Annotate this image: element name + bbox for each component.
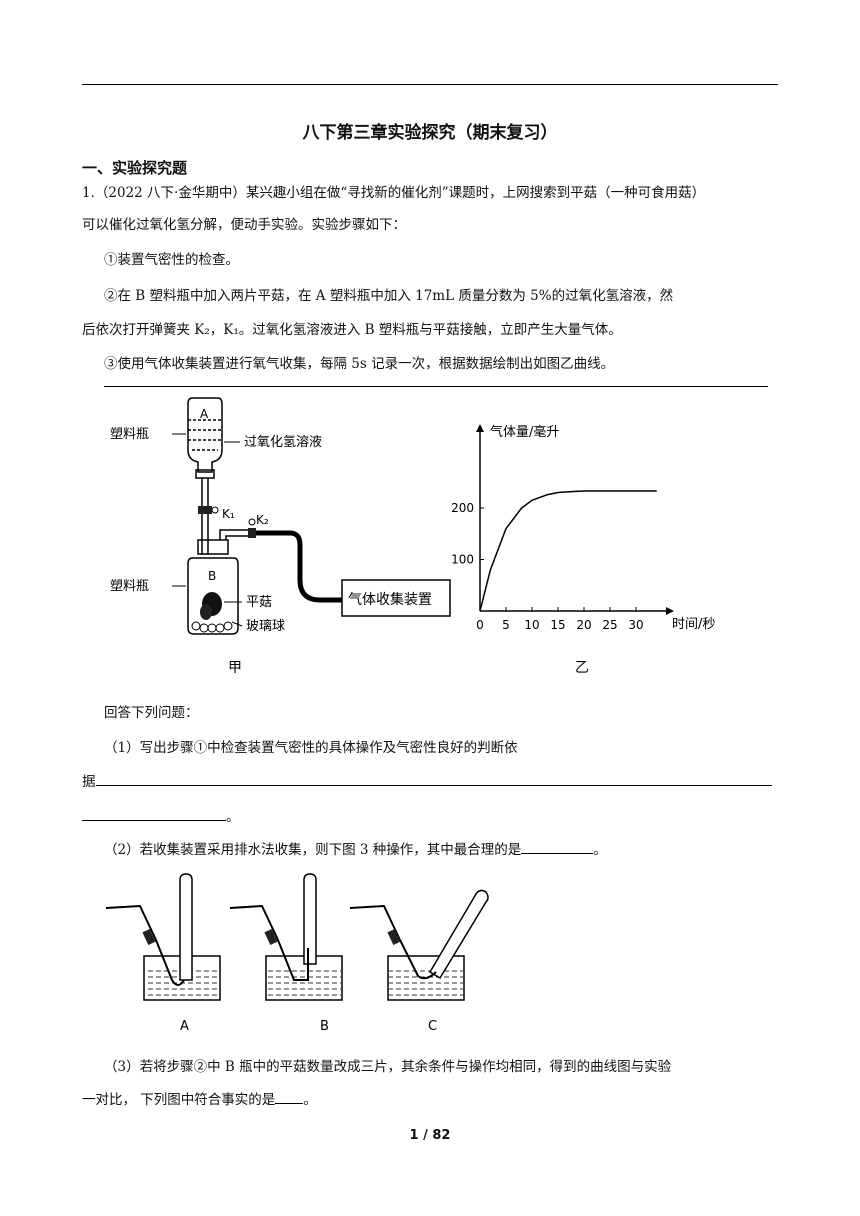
label-bottle-bottom: 塑料瓶 bbox=[110, 579, 149, 594]
y-tick-label: 200 bbox=[451, 501, 474, 515]
answer-blank-1a[interactable] bbox=[95, 771, 772, 786]
question-part-3-line: 一对比， 下列图中符合事实的是 。 bbox=[82, 1089, 317, 1110]
step-1-text: ①装置气密性的检查。 bbox=[104, 252, 239, 268]
question-part-1-prefix: 据 bbox=[82, 774, 96, 790]
section-heading: 一、实验探究题 bbox=[82, 159, 188, 177]
x-axis-arrow bbox=[666, 607, 674, 615]
gas-volume-chart: 气体量/毫升 时间/秒 乙 0 5 10 15 20 25 30 100 200 bbox=[451, 424, 715, 676]
option-b-label: B bbox=[320, 1019, 329, 1034]
x-tick-label: 5 bbox=[502, 618, 510, 632]
y-axis-arrow bbox=[476, 424, 484, 432]
label-bottle-top: 塑料瓶 bbox=[110, 427, 149, 442]
question-part-3-end: 。 bbox=[303, 1092, 317, 1108]
rubber-hose bbox=[256, 530, 342, 603]
label-glass-ball: 玻璃球 bbox=[246, 619, 285, 634]
question-part-1: （1）写出步骤①中检查装置气密性的具体操作及气密性良好的判断依 bbox=[104, 740, 518, 756]
label-solution: 过氧化氢溶液 bbox=[244, 435, 322, 450]
question-part-1-end-line: 。 bbox=[82, 806, 240, 827]
step-2-text-a: ②在 B 塑料瓶中加入两片平菇，在 A 塑料瓶中加入 17mL 质量分数为 5%… bbox=[104, 288, 674, 304]
label-mushroom: 平菇 bbox=[246, 595, 272, 610]
label-collector: 气体收集装置 bbox=[348, 591, 432, 608]
collection-options-figure: A B C bbox=[105, 873, 489, 1034]
question-part-2-end: 。 bbox=[593, 842, 607, 858]
x-tick-label: 25 bbox=[602, 618, 617, 632]
figure-separator bbox=[104, 386, 768, 387]
option-b-apparatus bbox=[229, 873, 343, 1001]
series-line-0 bbox=[479, 490, 657, 612]
question-part-2-line: （2）若收集装置采用排水法收集，则下图 3 种操作，其中最合理的是 。 bbox=[104, 839, 607, 860]
label-b: B bbox=[208, 569, 216, 583]
label-a: A bbox=[200, 407, 209, 421]
question-part-1-cont: 据 bbox=[82, 771, 772, 792]
glass-ball-icon bbox=[191, 621, 233, 633]
question-part-1-end: 。 bbox=[226, 809, 240, 825]
apparatus-figure: A 塑料瓶 过氧化氢溶液 K₁ B 塑料瓶 平菇 玻璃球 K₂ bbox=[110, 397, 451, 676]
page-title: 八下第三章实验探究（期末复习） bbox=[302, 123, 558, 143]
x-tick-label: 15 bbox=[550, 618, 565, 632]
bottle-b-icon bbox=[187, 539, 239, 635]
header-rule bbox=[82, 84, 778, 85]
gas-collector-box bbox=[341, 579, 451, 617]
step-2-text-b: 后依次打开弹簧夹 K₂，K₁。过氧化氢溶液进入 B 塑料瓶与平菇接触，立即产生大… bbox=[82, 322, 622, 338]
label-k1: K₁ bbox=[222, 507, 235, 521]
chart-ylabel: 气体量/毫升 bbox=[490, 424, 559, 440]
mushroom-icon bbox=[200, 592, 222, 620]
question-part-3-a: （3）若将步骤②中 B 瓶中的平菇数量改成三片，其余条件与操作均相同，得到的曲线… bbox=[104, 1059, 672, 1075]
x-tick-label: 10 bbox=[524, 618, 539, 632]
label-k2: K₂ bbox=[256, 513, 269, 527]
clamp-k2-icon bbox=[248, 518, 256, 538]
bottle-a-icon bbox=[187, 397, 223, 479]
option-a-apparatus bbox=[105, 873, 221, 1001]
question-part-3-b: 一对比， 下列图中符合事实的是 bbox=[82, 1092, 276, 1108]
option-c-apparatus bbox=[349, 889, 489, 1001]
question-1-line-1: 1.（2022 八下·金华期中）某兴趣小组在做“寻找新的催化剂”课题时，上网搜索… bbox=[82, 185, 706, 201]
answer-blank-2[interactable] bbox=[521, 839, 594, 854]
question-1-line-2: 可以催化过氧化氢分解，便动手实验。实验步骤如下： bbox=[82, 217, 406, 233]
clamp-k1-icon bbox=[198, 506, 219, 514]
question-part-2: （2）若收集装置采用排水法收集，则下图 3 种操作，其中最合理的是 bbox=[104, 842, 522, 858]
x-tick-label: 20 bbox=[576, 618, 591, 632]
answer-blank-3[interactable] bbox=[275, 1089, 304, 1104]
x-tick-label: 30 bbox=[628, 618, 643, 632]
caption-jia: 甲 bbox=[228, 660, 242, 676]
x-tick-label: 0 bbox=[476, 618, 484, 632]
option-c-label: C bbox=[428, 1019, 437, 1034]
chart-xlabel: 时间/秒 bbox=[672, 617, 715, 632]
answer-intro: 回答下列问题： bbox=[104, 705, 199, 721]
caption-yi: 乙 bbox=[575, 660, 589, 676]
page-number: 1 / 82 bbox=[409, 1128, 451, 1143]
answer-blank-1b[interactable] bbox=[82, 806, 226, 821]
step-3-text: ③使用气体收集装置进行氧气收集，每隔 5s 记录一次，根据数据绘制出如图乙曲线。 bbox=[104, 356, 615, 372]
option-a-label: A bbox=[180, 1019, 189, 1034]
y-tick-label: 100 bbox=[451, 553, 474, 567]
